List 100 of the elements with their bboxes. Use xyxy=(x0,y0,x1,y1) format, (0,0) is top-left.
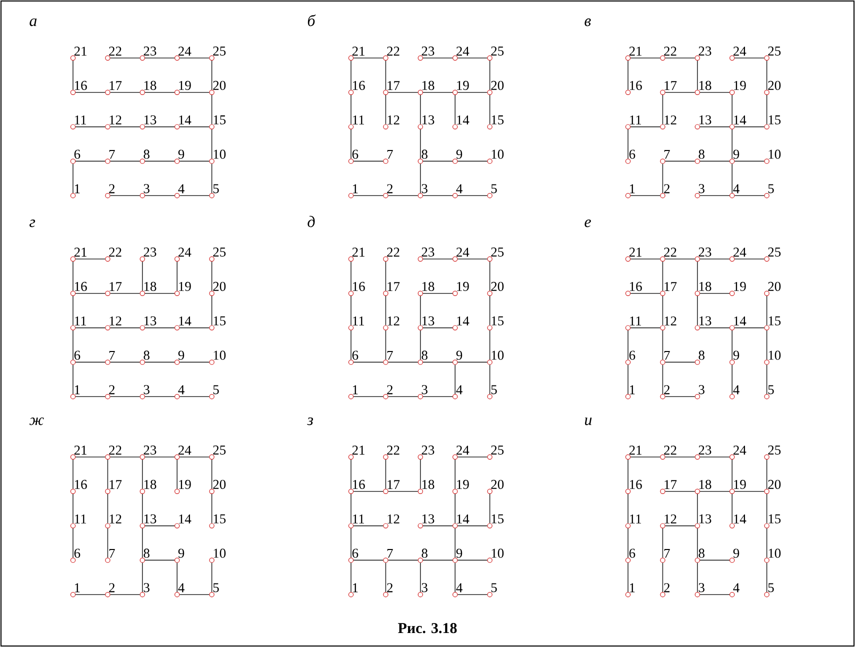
edge-line xyxy=(107,459,108,490)
vertex-number: 1 xyxy=(630,385,635,394)
vertex-number: 18 xyxy=(144,282,156,291)
vertex-number: 12 xyxy=(110,514,122,524)
edge-line xyxy=(457,160,488,162)
edge-line xyxy=(110,92,140,93)
vertex-number: 25 xyxy=(768,446,781,455)
vertex-number: 12 xyxy=(664,316,676,326)
vertex-number: 24 xyxy=(456,446,470,455)
vertex-number: 13 xyxy=(144,115,156,124)
vertex-number: 8 xyxy=(422,350,428,360)
vertex-number: 11 xyxy=(353,116,364,124)
panel-letter: г xyxy=(30,220,36,228)
panel-letter: д xyxy=(308,216,315,228)
edge-line xyxy=(350,60,352,90)
edge-line xyxy=(734,126,765,128)
vertex-number: 12 xyxy=(388,115,400,124)
edge-line xyxy=(457,525,488,526)
edge-line xyxy=(211,163,212,194)
edge-line xyxy=(72,296,74,326)
vertex-number: 4 xyxy=(733,583,740,592)
edge-line xyxy=(630,327,660,328)
edge-line xyxy=(144,525,175,526)
vertex-number: 16 xyxy=(75,480,87,489)
edge-line xyxy=(420,459,421,490)
vertex-number: 19 xyxy=(457,80,469,90)
vertex-number: 12 xyxy=(388,514,400,524)
vertex-number: 14 xyxy=(734,116,746,124)
vertex-number: 13 xyxy=(422,514,434,524)
vertex-number: 15 xyxy=(492,316,504,326)
vertex-number: 6 xyxy=(352,150,358,159)
vertex-number: 3 xyxy=(698,385,704,394)
vertex-number: 19 xyxy=(179,282,191,291)
edge-line xyxy=(697,494,698,524)
edge-line xyxy=(662,330,664,360)
vertex-number: 9 xyxy=(178,548,184,558)
edge-line xyxy=(353,160,384,162)
edge-line xyxy=(420,163,421,194)
edge-line xyxy=(697,261,698,292)
vertex-number: 17 xyxy=(110,480,122,489)
edge-line xyxy=(75,456,106,458)
edge-line xyxy=(700,195,730,196)
edge-line xyxy=(385,261,386,292)
edge-line xyxy=(211,94,212,125)
edge-line xyxy=(630,293,660,294)
vertex-number: 2 xyxy=(387,385,392,394)
vertex-number: 5 xyxy=(213,385,219,394)
vertex-number: 9 xyxy=(456,548,462,558)
edge-line xyxy=(142,494,143,524)
vertex-number: 23 xyxy=(144,446,156,455)
vertex-number: 22 xyxy=(664,46,676,56)
edge-line xyxy=(179,362,210,363)
edge-line xyxy=(457,560,488,561)
edge-line xyxy=(700,258,730,260)
edge-line xyxy=(144,560,175,561)
vertex-number: 18 xyxy=(699,282,712,291)
vertex-number: 19 xyxy=(734,480,746,489)
vertex-number: 18 xyxy=(699,80,712,90)
edge-line xyxy=(662,163,664,194)
vertex-number: 1 xyxy=(75,583,80,592)
edge-line xyxy=(110,456,140,458)
vertex-number: 15 xyxy=(768,316,781,326)
vertex-number: 5 xyxy=(213,184,219,194)
edge-line xyxy=(697,562,698,592)
edge-line xyxy=(457,362,488,363)
vertex-number: 14 xyxy=(734,316,746,326)
vertex-number: 4 xyxy=(456,385,462,394)
vertex-number: 6 xyxy=(352,350,358,360)
vertex-number: 1 xyxy=(353,385,358,394)
vertex-number: 12 xyxy=(110,316,122,326)
vertex-number: 3 xyxy=(422,583,428,592)
vertex-number: 14 xyxy=(457,514,470,524)
edge-line xyxy=(664,525,696,526)
vertex-number: 9 xyxy=(733,548,740,558)
edge-line xyxy=(72,163,74,194)
vertex-number: 10 xyxy=(214,548,226,558)
edge-line xyxy=(420,129,421,159)
vertex-number: 6 xyxy=(74,548,80,558)
edge-line xyxy=(75,92,106,93)
edge-line xyxy=(766,330,768,360)
vertex-number: 22 xyxy=(664,446,676,455)
vertex-number: 23 xyxy=(698,46,712,56)
vertex-number: 2 xyxy=(109,184,114,194)
vertex-number: 18 xyxy=(422,282,434,291)
vertex-number: 20 xyxy=(768,80,781,90)
edge-line xyxy=(766,94,768,125)
edge-line xyxy=(179,594,210,595)
vertex-number: 17 xyxy=(388,282,400,291)
vertex-number: 4 xyxy=(178,184,184,194)
vertex-number: 2 xyxy=(387,184,392,194)
edge-line xyxy=(176,261,178,292)
vertex-number: 16 xyxy=(353,480,365,489)
vertex-number: 9 xyxy=(456,150,462,159)
vertex-number: 7 xyxy=(109,350,115,360)
edge-line xyxy=(350,528,352,558)
vertex-number: 14 xyxy=(179,514,192,524)
edge-line xyxy=(454,528,456,558)
edge-line xyxy=(422,195,453,196)
edge-line xyxy=(179,396,210,397)
edge-line xyxy=(700,456,730,458)
